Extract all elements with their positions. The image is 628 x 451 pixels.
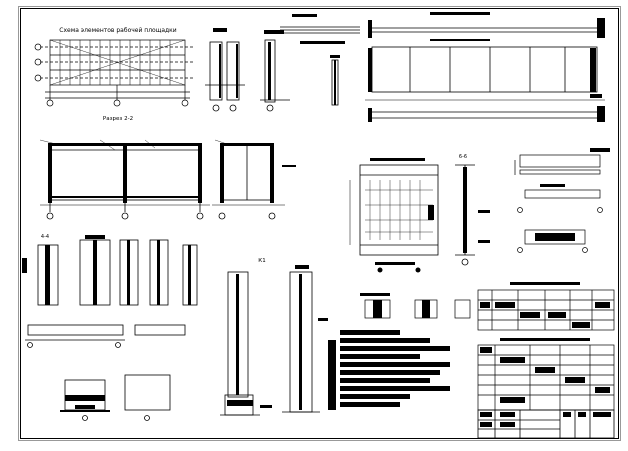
beam-details-right <box>514 154 603 253</box>
column-k1-dark <box>227 265 328 410</box>
section-4-4-title: 4-4 <box>41 234 49 240</box>
specification-notes <box>328 330 450 410</box>
bottom-left-details <box>25 239 198 421</box>
main-beam-dark <box>368 12 605 122</box>
bottom-left-details-dark <box>22 235 191 412</box>
main-beam-elevation <box>365 27 605 119</box>
column-frame-middle-dark <box>220 143 296 203</box>
beam-plate-hatch <box>365 180 433 240</box>
section-6-6-dark <box>463 167 490 253</box>
steel-spec-table-dark <box>480 282 610 328</box>
beam-plate-dark <box>370 158 434 273</box>
small-beam-top-dark <box>292 14 345 44</box>
sheet-frame <box>18 6 621 441</box>
plan-title: Схема элементов рабочей площадки <box>59 27 177 34</box>
elements-spec-table-dark <box>480 338 610 403</box>
section-2-2-dark <box>48 143 202 203</box>
section-2-2-title: Разрез 2-2 <box>103 116 133 122</box>
beam-plate-center <box>349 164 439 256</box>
title-block <box>477 409 615 439</box>
column-k1-title: К1 <box>258 258 265 264</box>
title-block-dark <box>480 412 611 427</box>
section-6-6-title: 6-6 <box>459 154 467 160</box>
node-details-dark <box>360 293 430 318</box>
steel-spec-table <box>477 289 615 331</box>
platform-plan <box>34 39 195 107</box>
column-details-top <box>205 39 339 112</box>
small-beam-top <box>280 26 360 34</box>
column-details-top-dark <box>213 28 340 105</box>
column-k1 <box>220 271 320 416</box>
elements-spec-table <box>477 344 615 411</box>
beam-details-right-dark <box>535 148 610 241</box>
